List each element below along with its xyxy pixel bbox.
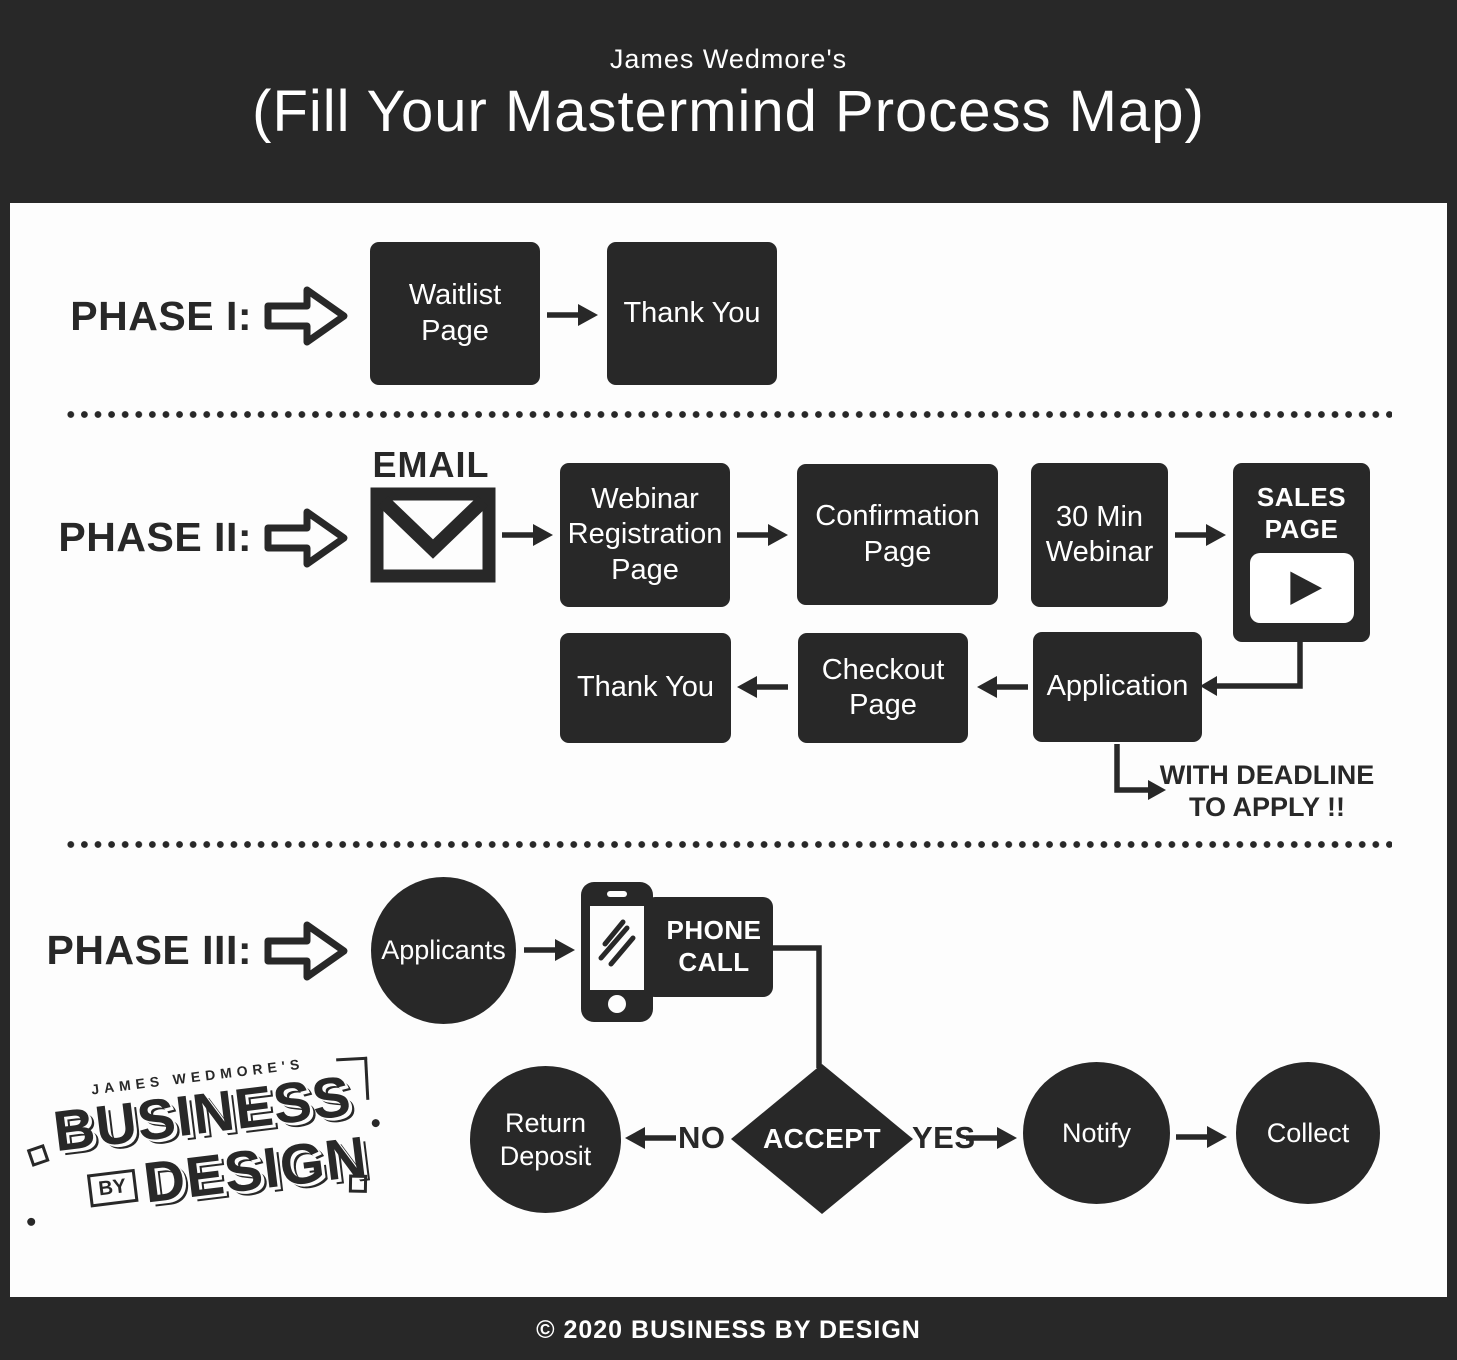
arrow-right-icon (1175, 524, 1226, 546)
content-panel (10, 203, 1447, 1297)
applicants-circle: Applicants (371, 877, 516, 1024)
arrow-left-icon (737, 676, 788, 698)
divider-dotted-2 (64, 841, 1392, 848)
envelope-icon (370, 487, 496, 583)
webinar-box: 30 Min Webinar (1031, 463, 1168, 607)
phase3-label: PHASE III: (46, 927, 252, 973)
smartphone-icon (581, 882, 653, 1022)
sales-page-label: SALES PAGE (1256, 481, 1347, 544)
phase1-thank-you-box: Thank You (607, 242, 777, 385)
arrow-right-icon (1176, 1126, 1227, 1148)
phase2-block-arrow-icon (264, 508, 348, 568)
webinar-registration-page-box: Webinar Registration Page (560, 463, 730, 607)
sales-page-box: SALES PAGE (1233, 463, 1370, 642)
arrow-right-icon (737, 524, 788, 546)
logo-decoration (336, 1056, 370, 1102)
phase2-label: PHASE II: (58, 514, 252, 560)
email-label: EMAIL (372, 444, 490, 485)
arrow-right-icon (502, 524, 553, 546)
waitlist-page-box: Waitlist Page (370, 242, 540, 385)
return-deposit-circle: Return Deposit (470, 1066, 621, 1213)
arrow-left-icon (625, 1127, 676, 1149)
confirmation-page-box: Confirmation Page (797, 464, 998, 605)
application-box: Application (1033, 632, 1202, 742)
arrow-left-icon (977, 676, 1028, 698)
logo-by-badge: BY (86, 1168, 139, 1208)
arrow-right-icon (966, 1127, 1017, 1149)
page-title: (Fill Your Mastermind Process Map) (252, 79, 1205, 144)
phone-call-box: PHONE CALL (645, 897, 773, 997)
phase3-block-arrow-icon (264, 921, 348, 981)
checkout-page-box: Checkout Page (798, 633, 968, 743)
arrow-right-icon (547, 304, 598, 326)
header-kicker: James Wedmore's (609, 44, 848, 74)
arrow-right-icon (524, 939, 575, 961)
no-label: NO (678, 1120, 726, 1155)
yes-label: YES (912, 1120, 976, 1155)
elbow-connector-application-to-deadline (1114, 744, 1166, 800)
elbow-connector-sales-to-application (1200, 640, 1303, 696)
phase1-block-arrow-icon (264, 286, 348, 346)
collect-circle: Collect (1236, 1062, 1380, 1204)
logo-decoration (348, 1174, 368, 1194)
elbow-connector-phone-to-decision (772, 945, 822, 1068)
phase2-thank-you-box: Thank You (560, 633, 731, 743)
deadline-note: WITH DEADLINE TO APPLY !! (1159, 760, 1375, 822)
play-button-icon (1249, 553, 1354, 624)
copyright-text: © 2020 BUSINESS BY DESIGN (536, 1316, 921, 1344)
phase1-label: PHASE I: (70, 293, 252, 339)
notify-circle: Notify (1023, 1062, 1170, 1204)
divider-dotted-1 (64, 411, 1392, 418)
